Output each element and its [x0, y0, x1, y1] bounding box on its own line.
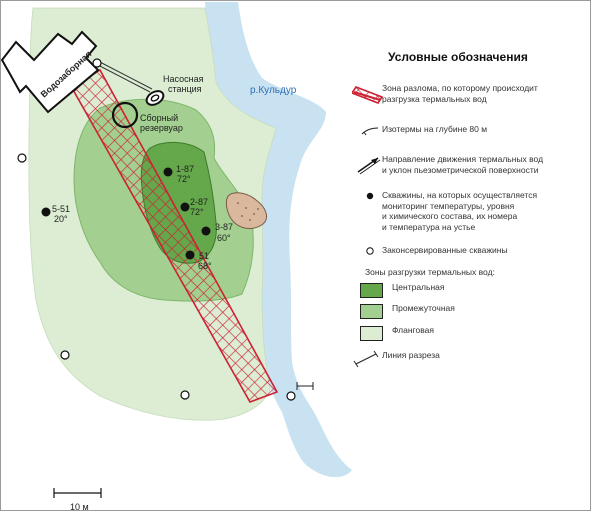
rock-texture: [237, 202, 259, 221]
pipeline-1: [95, 63, 151, 93]
well-2-87-id: 2-87: [190, 197, 208, 207]
flow-direction-symbol: [357, 157, 381, 175]
section-line-marker: [296, 382, 314, 390]
zone-central-swatch: [360, 283, 383, 298]
well-1-87-marker: [163, 167, 173, 177]
legend-title: Условные обозначения: [388, 50, 528, 64]
legend-zone-flank-text: Фланговая: [392, 325, 434, 335]
section-line-symbol: [353, 350, 379, 368]
legend-flow-text: Направление движения термальных вод и ук…: [382, 154, 544, 175]
legend-monitoring-text: Скважины, на которых осуществляется мони…: [382, 190, 538, 232]
conserved-well: [286, 391, 296, 401]
well-51-temp: 68°: [198, 261, 212, 271]
well-5-51-temp: 20°: [54, 214, 68, 224]
scale-label: 10 м: [70, 502, 89, 511]
conserved-well: [60, 350, 70, 360]
monitoring-well-symbol: [366, 192, 374, 200]
well-51-id: 51: [199, 251, 209, 261]
well-5-51-id: 5-51: [52, 204, 70, 214]
conserved-well-symbol: [366, 247, 374, 255]
reservoir-symbol: [111, 101, 139, 129]
well-5-51-marker: [41, 207, 51, 217]
monitoring-well: 3-87 60°: [201, 222, 233, 243]
isotherm-symbol: [361, 127, 379, 136]
well-1-87-temp: 72°: [177, 174, 191, 184]
legend-zone-intermediate-text: Промежуточная: [392, 303, 455, 313]
well-3-87-temp: 60°: [217, 233, 231, 243]
reservoir-label-2: резервуар: [140, 123, 183, 133]
pipeline-2: [95, 59, 153, 90]
pump-station-inner: [150, 94, 160, 102]
river-label: р.Кульдур: [250, 85, 297, 96]
legend-isotherm-text: Изотермы на глубине 80 м: [382, 124, 488, 134]
monitoring-well: 2-87 72°: [180, 197, 208, 217]
well-3-87-marker: [201, 226, 211, 236]
conserved-well: [17, 153, 27, 163]
monitoring-well: 1-87 72°: [163, 164, 194, 184]
legend-conserved-text: Законсервированные скважины: [382, 245, 508, 255]
well-2-87-temp: 72°: [190, 207, 204, 217]
monitoring-well: 51 68°: [185, 250, 212, 271]
pump-station-label-2: станция: [168, 84, 202, 94]
conserved-well: [180, 390, 190, 400]
conserved-well: [92, 58, 102, 68]
pump-station-label-1: Насосная: [163, 74, 204, 84]
legend-fault-text: Зона разлома, по которому происходит раз…: [382, 83, 538, 104]
reservoir-label-1: Сборный: [140, 113, 178, 123]
well-2-87-marker: [180, 202, 190, 212]
pump-station-symbol: [145, 90, 165, 106]
scale-bar: [53, 488, 102, 498]
zone-flank-swatch: [360, 326, 383, 341]
legend-zone-central-text: Центральная: [392, 282, 445, 292]
well-1-87-id: 1-87: [176, 164, 194, 174]
zone-intermediate-swatch: [360, 304, 383, 319]
well-51-marker: [185, 250, 195, 260]
well-3-87-id: 3-87: [215, 222, 233, 232]
fault-zone-symbol: [352, 86, 384, 104]
rock-outcrop: [225, 192, 267, 229]
monitoring-well: 5-51 20°: [41, 204, 70, 224]
legend-section-line-text: Линия разреза: [382, 350, 440, 360]
legend-zones-heading: Зоны разгрузки термальных вод:: [365, 267, 495, 277]
water-intake-building: [0, 30, 100, 114]
